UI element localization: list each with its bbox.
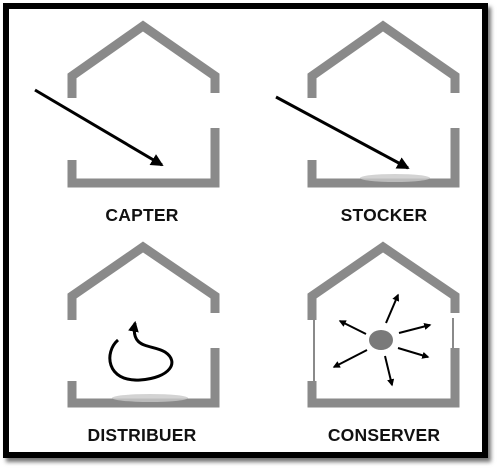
diagram-frame <box>3 3 488 458</box>
label-distribuer: DISTRIBUER <box>87 425 197 445</box>
label-capter: CAPTER <box>105 205 179 225</box>
heat-storage-icon <box>112 394 188 402</box>
radiating-heat-icon <box>369 330 393 350</box>
house-outline <box>307 20 460 188</box>
house-outline <box>67 241 220 408</box>
house-outline <box>67 20 220 188</box>
house-outline <box>307 241 460 408</box>
label-stocker: STOCKER <box>340 205 428 225</box>
panel-distribuer <box>67 241 220 408</box>
wall-insulation <box>313 318 454 385</box>
sun-ray-arrow-icon <box>275 95 410 170</box>
label-conserver: CONSERVER <box>327 425 441 445</box>
heat-storage-icon <box>360 174 430 182</box>
heat-radiation-arrows <box>332 293 432 387</box>
panel-stocker <box>275 20 460 188</box>
circular-distribution-arrow-icon <box>108 320 174 382</box>
sun-ray-arrow-icon <box>34 88 164 167</box>
panel-capter <box>34 20 220 188</box>
panel-conserver <box>307 241 460 408</box>
